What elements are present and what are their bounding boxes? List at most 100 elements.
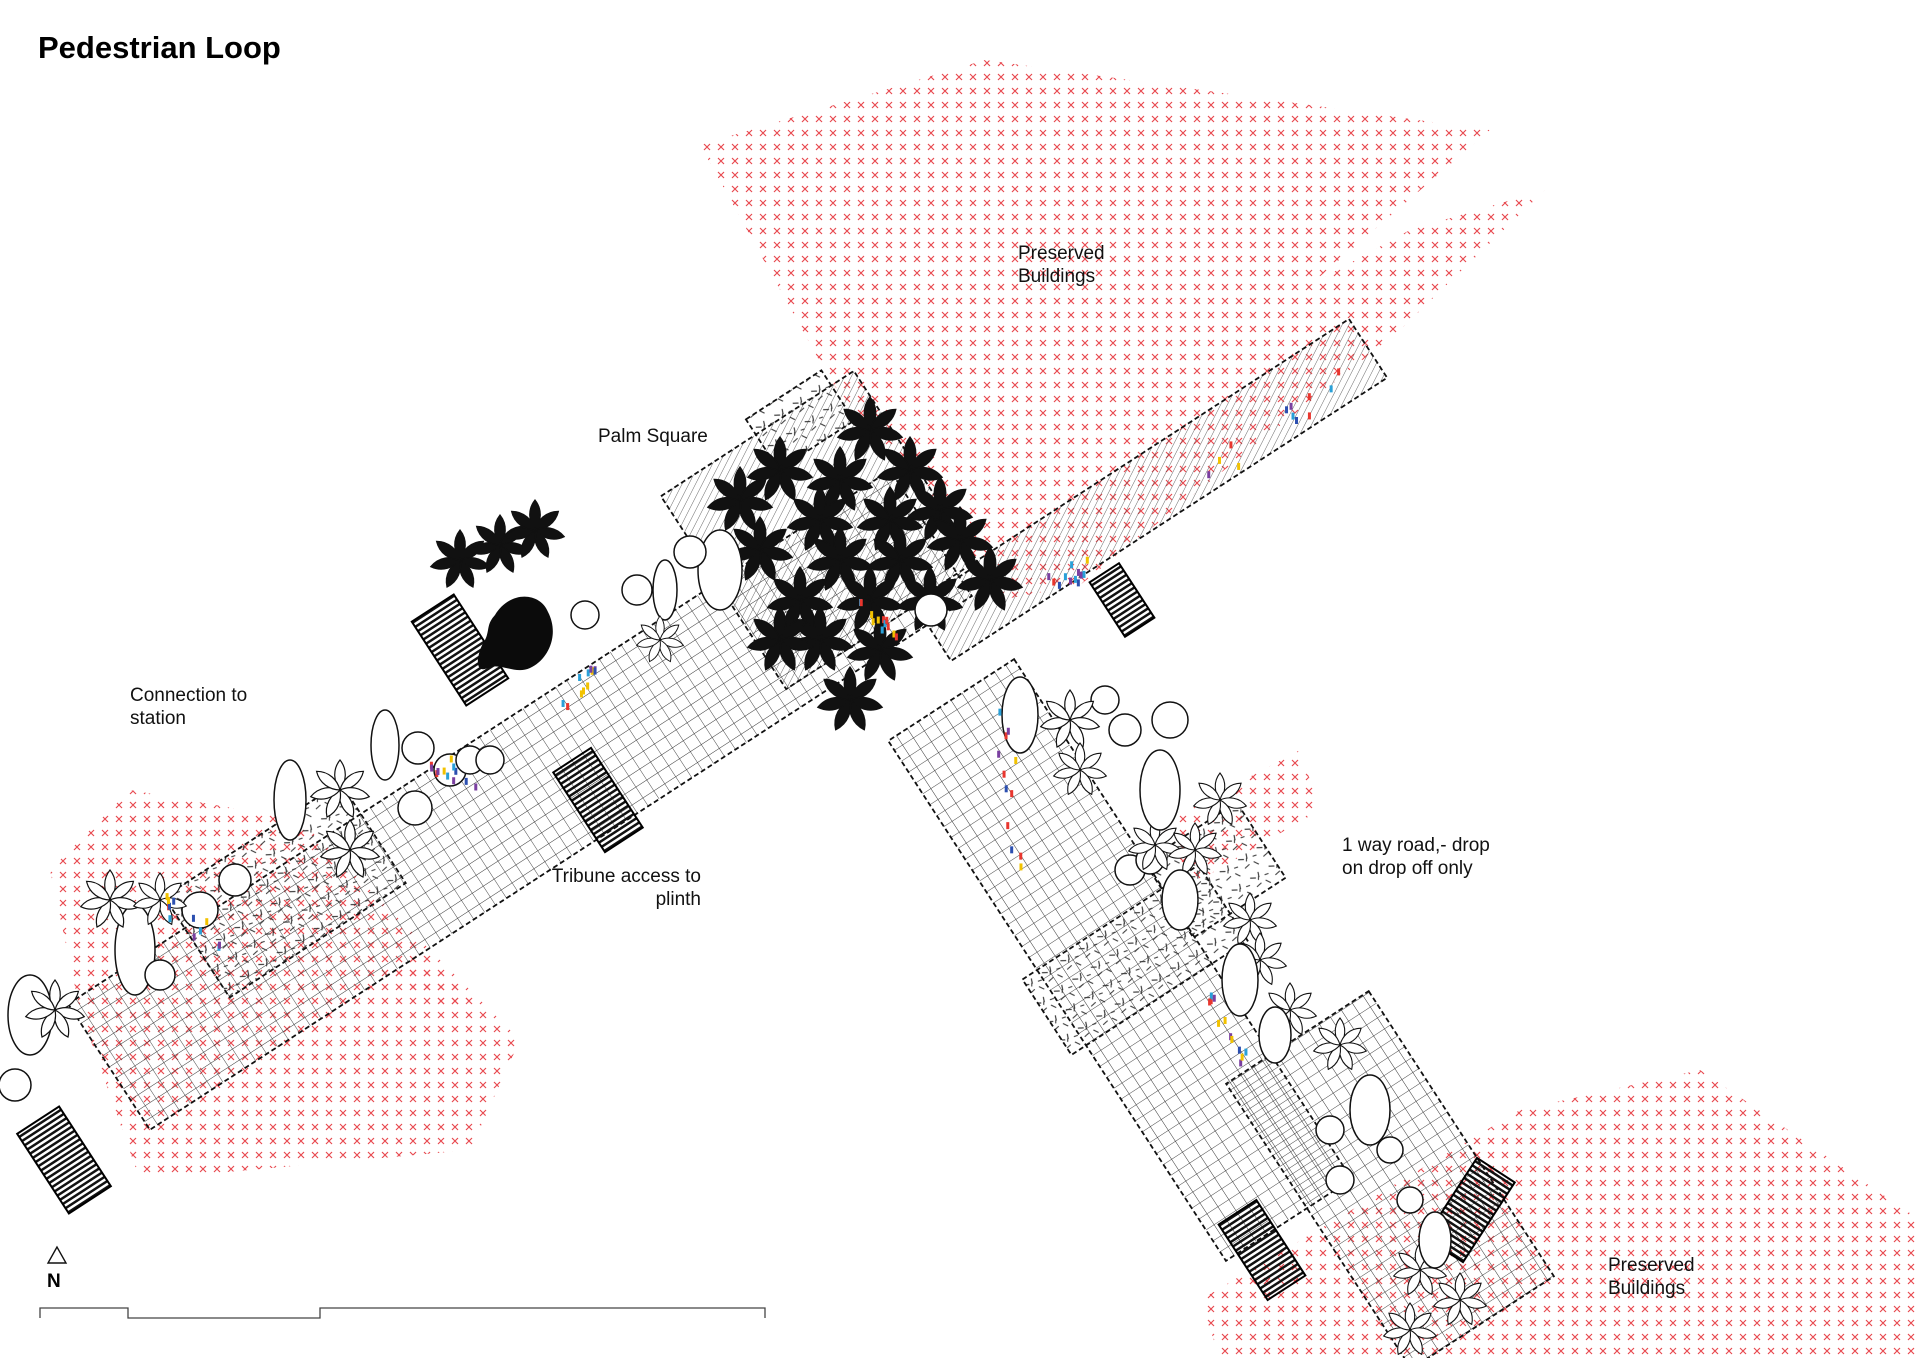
cypress-tree-icon xyxy=(1139,749,1181,831)
palm-frond xyxy=(773,578,801,601)
person-mark xyxy=(1207,471,1211,479)
person-mark xyxy=(1047,573,1051,581)
person-mark xyxy=(579,690,583,698)
page-title: Pedestrian Loop xyxy=(38,30,281,65)
palm-frond xyxy=(325,830,351,851)
person-mark xyxy=(165,893,169,901)
palm-frond xyxy=(753,448,781,471)
person-mark xyxy=(1052,578,1056,586)
deciduous-tree-icon xyxy=(1376,1136,1404,1164)
palm-tree-icon xyxy=(856,485,924,551)
deciduous-tree-icon xyxy=(1315,1115,1345,1145)
person-mark xyxy=(191,914,195,922)
palm-frond xyxy=(813,538,841,561)
palm-tree-icon xyxy=(956,545,1024,611)
person-mark xyxy=(1237,1046,1241,1054)
person-mark xyxy=(1019,863,1023,871)
one-way-road-label: 1 way road,- drop on drop off only xyxy=(1342,834,1490,880)
palm-tree-icon xyxy=(1382,1302,1438,1356)
person-mark xyxy=(1329,385,1333,393)
palm-square-label: Palm Square xyxy=(598,426,708,447)
person-mark xyxy=(880,626,884,634)
deciduous-tree-icon xyxy=(401,731,435,765)
person-mark xyxy=(1237,462,1241,470)
palm-frond xyxy=(1268,992,1291,1011)
deciduous-tree-icon xyxy=(144,959,176,991)
pedestrian-paths xyxy=(66,317,1556,1363)
person-mark xyxy=(883,620,887,628)
person-mark xyxy=(593,667,597,675)
palm-frond xyxy=(475,525,501,546)
tribune-stair-icon xyxy=(1217,1198,1307,1302)
deciduous-tree-icon xyxy=(181,891,219,929)
pond-icon xyxy=(477,596,553,671)
preserved-buildings-bottom-label: Preserved Buildings xyxy=(1608,1254,1695,1300)
person-mark xyxy=(1082,570,1086,578)
person-mark xyxy=(885,616,889,624)
palm-tree-icon xyxy=(309,759,371,818)
person-mark xyxy=(1295,416,1299,424)
person-mark xyxy=(1057,581,1061,589)
palm-tree-icon xyxy=(429,529,491,588)
palm-frond xyxy=(1198,782,1221,801)
person-mark xyxy=(192,933,196,941)
palm-frond xyxy=(1388,1312,1411,1331)
cypress-tree-icon xyxy=(1418,1211,1452,1269)
palm-tree-icon xyxy=(1192,772,1248,826)
person-mark xyxy=(1079,571,1083,579)
palm-frond xyxy=(315,770,341,791)
cypress-tree-icon xyxy=(652,559,678,621)
person-mark xyxy=(1307,393,1311,401)
person-mark xyxy=(892,630,896,638)
person-mark xyxy=(1289,402,1293,410)
label-line: Buildings xyxy=(1018,266,1096,287)
deciduous-tree-icon xyxy=(397,790,433,826)
person-mark xyxy=(1239,1059,1243,1067)
label-line: on drop off only xyxy=(1342,858,1473,879)
person-mark xyxy=(1230,1035,1234,1043)
palm-tree-icon xyxy=(1432,1272,1488,1326)
palm-frond xyxy=(843,578,871,601)
palm-frond xyxy=(753,618,781,641)
person-mark xyxy=(561,699,565,707)
person-mark xyxy=(1010,790,1014,798)
person-mark xyxy=(1285,406,1289,414)
person-mark xyxy=(1014,756,1018,764)
deciduous-tree-icon xyxy=(1325,1165,1355,1195)
palm-tree-icon xyxy=(846,615,914,681)
cypress-tree-icon xyxy=(1001,676,1039,754)
label-line: station xyxy=(130,708,186,729)
palm-tree-icon xyxy=(132,872,188,926)
palm-frond xyxy=(843,408,871,431)
person-mark xyxy=(1076,568,1080,576)
person-mark xyxy=(859,599,863,607)
palm-tree-icon xyxy=(726,515,794,581)
palm-frond xyxy=(1173,832,1196,851)
palm-tree-icon xyxy=(1052,742,1108,796)
path-segment xyxy=(1224,989,1556,1363)
scale-bar xyxy=(39,1307,766,1319)
connection-to-station-label: Connection to station xyxy=(130,684,247,730)
palm-frond xyxy=(823,678,851,701)
person-mark xyxy=(205,918,209,926)
palm-frond xyxy=(1228,902,1251,921)
label-line: 1 way road,- drop xyxy=(1342,835,1490,856)
palm-tree-icon xyxy=(706,465,774,531)
palm-frond xyxy=(85,880,111,901)
person-mark xyxy=(582,687,586,695)
person-mark xyxy=(430,764,434,772)
person-mark xyxy=(166,897,170,905)
palm-frond xyxy=(1058,752,1081,771)
palm-frond xyxy=(1133,827,1156,846)
cypress-tree-icon xyxy=(1258,1006,1292,1064)
person-mark xyxy=(168,915,172,923)
person-mark xyxy=(1218,456,1222,464)
palm-frond xyxy=(713,478,741,501)
person-mark xyxy=(1212,994,1216,1002)
person-mark xyxy=(172,897,176,905)
palm-tree-icon xyxy=(24,979,86,1038)
palm-tree-icon xyxy=(746,605,814,671)
person-mark xyxy=(1337,368,1341,376)
label-line: Connection to xyxy=(130,685,248,706)
cypress-tree-icon xyxy=(273,759,307,841)
